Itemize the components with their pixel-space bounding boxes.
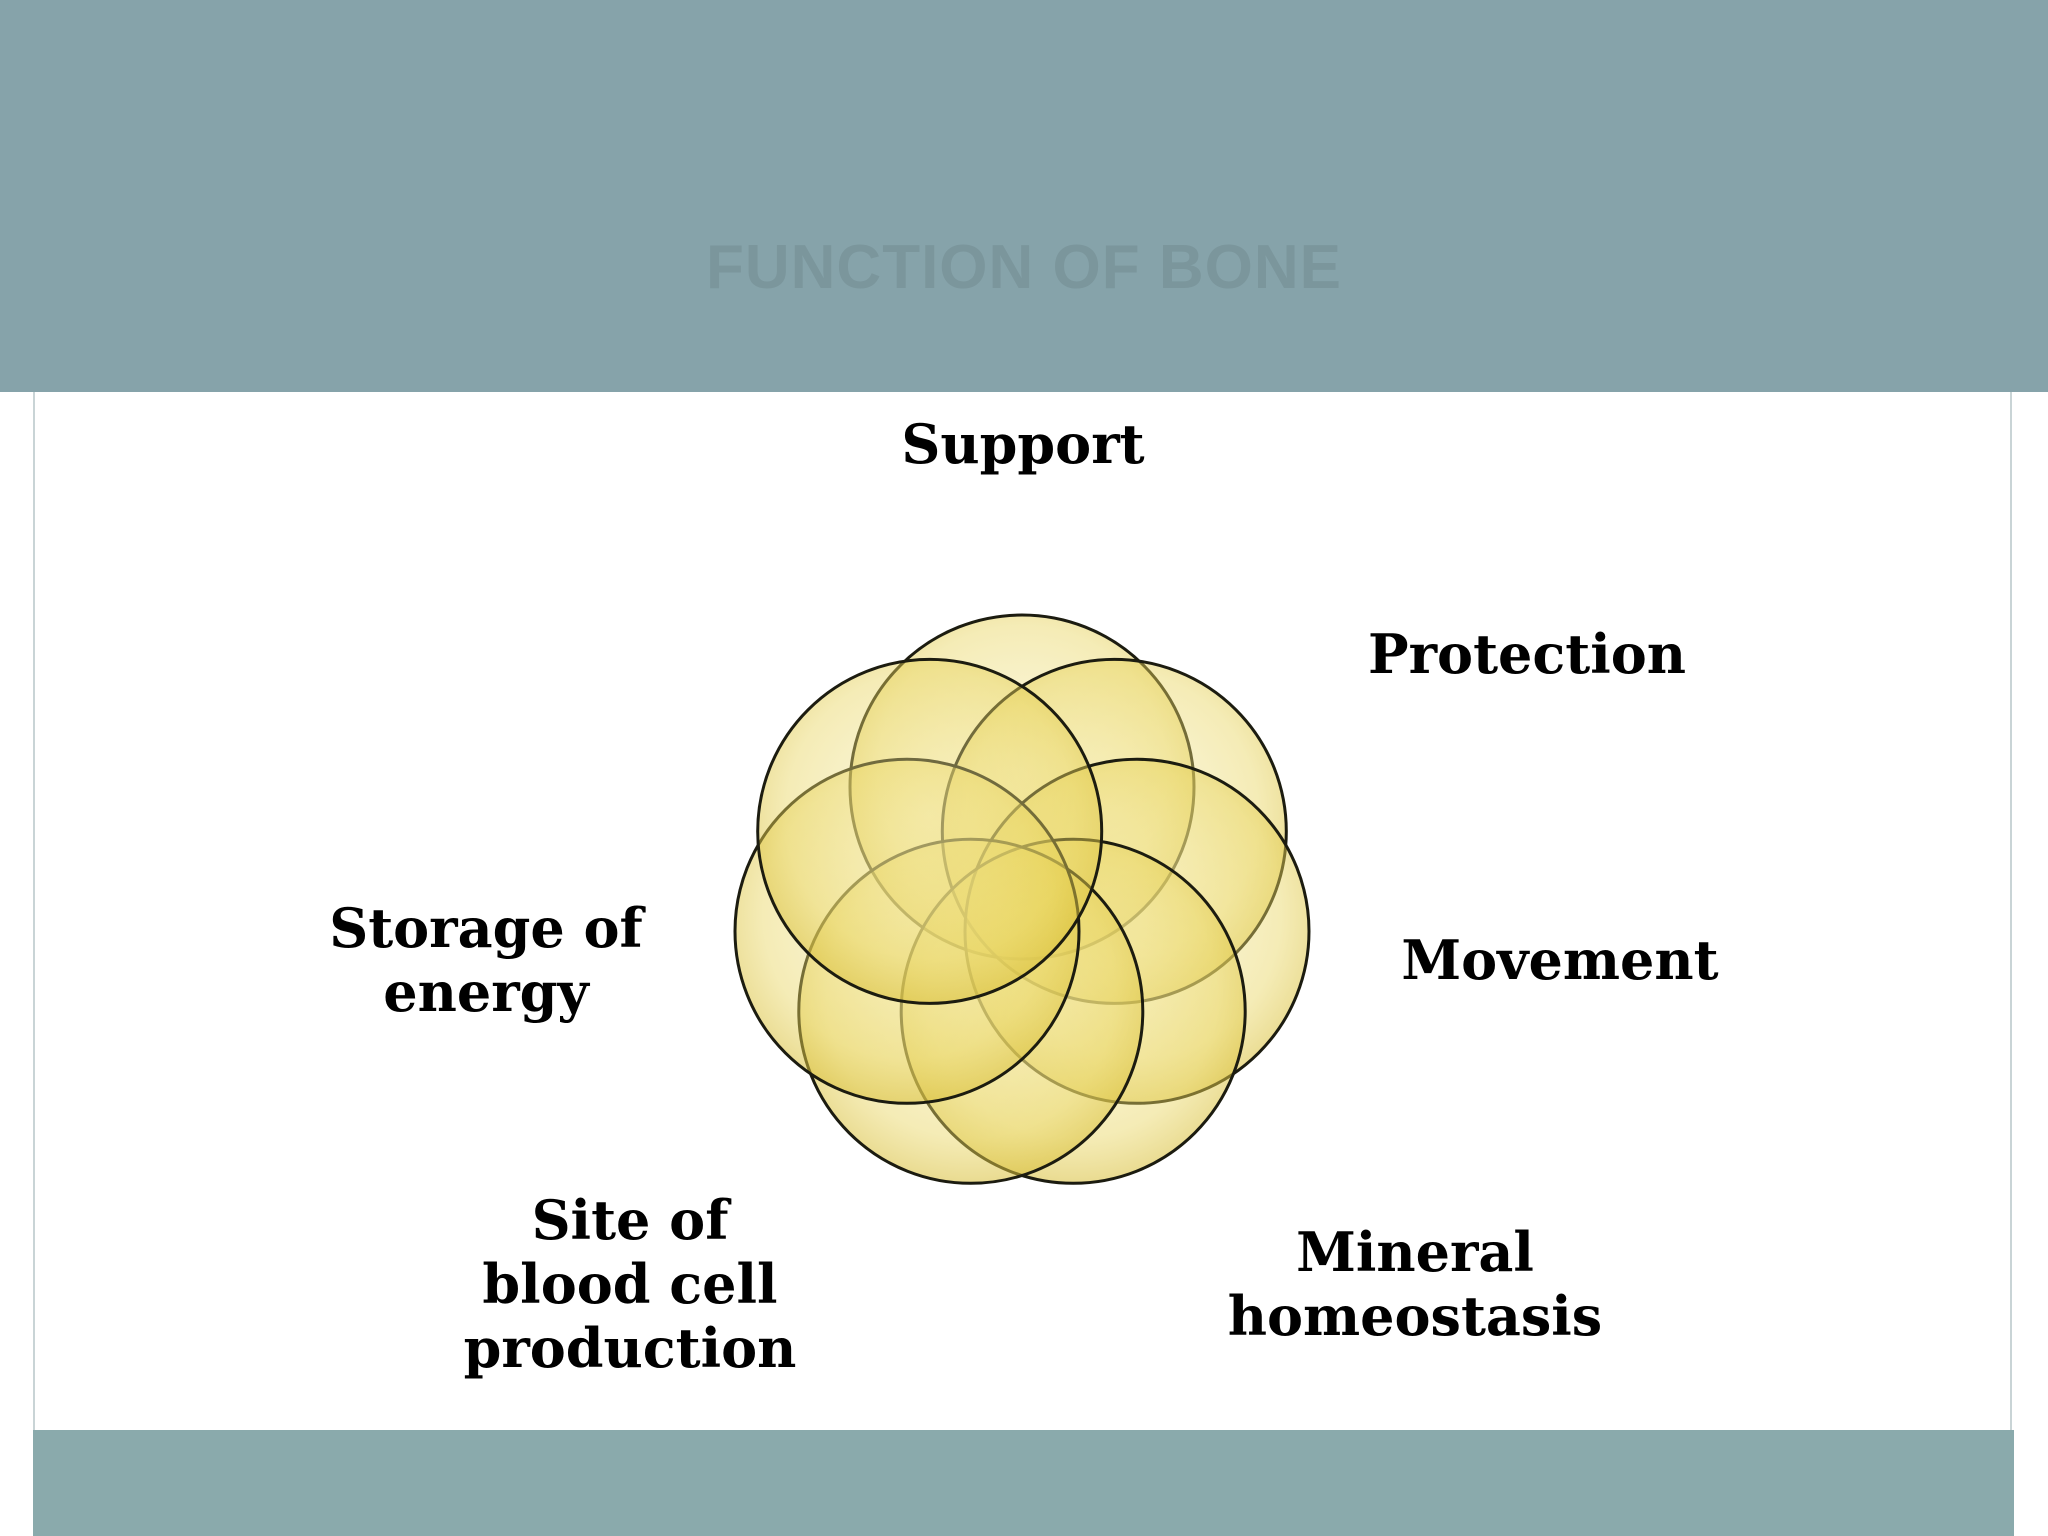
label-movement-line-1: Movement [1401, 928, 1719, 992]
label-protection-line-1: Protection [1368, 622, 1686, 686]
header-band: FUNCTION OF BONE [0, 0, 2048, 392]
label-blood-cell-production: Site of blood cell production [440, 1188, 820, 1380]
petal-circle [756, 657, 1104, 1005]
label-mineral-line-1: Mineral [1296, 1220, 1534, 1284]
label-protection: Protection [1352, 622, 1702, 686]
label-blood-line-3: production [463, 1316, 797, 1380]
slide-title: FUNCTION OF BONE [706, 233, 1342, 302]
label-storage-of-energy: Storage of energy [316, 896, 656, 1024]
label-support: Support [888, 412, 1158, 476]
label-storage-line-2: energy [383, 960, 589, 1024]
label-blood-line-2: blood cell [482, 1252, 778, 1316]
label-mineral-line-2: homeostasis [1227, 1284, 1603, 1348]
label-mineral-homeostasis: Mineral homeostasis [1210, 1220, 1620, 1348]
label-storage-line-1: Storage of [329, 896, 643, 960]
footer-band [33, 1430, 2014, 1536]
label-support-line-1: Support [901, 412, 1145, 476]
petal-group [733, 613, 1311, 1185]
label-blood-line-1: Site of [531, 1188, 729, 1252]
label-movement: Movement [1390, 928, 1730, 992]
